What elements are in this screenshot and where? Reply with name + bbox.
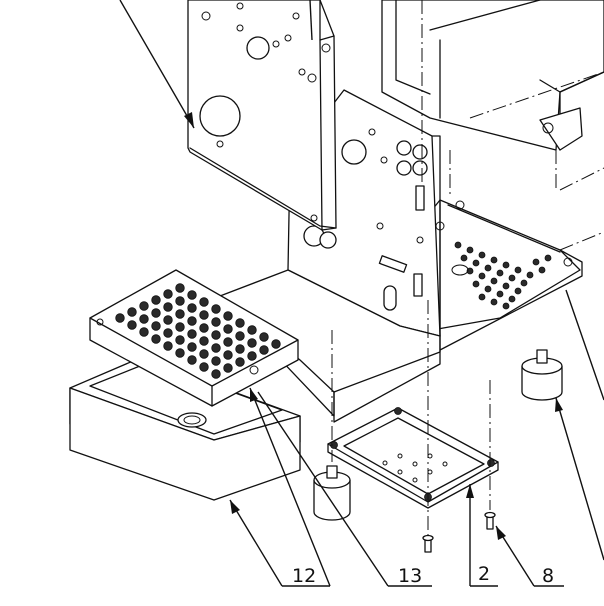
- rubber-foot-left: [313, 465, 351, 521]
- upper-housing: [381, 0, 604, 151]
- tray-perforation: [454, 241, 552, 310]
- label-12: 12: [292, 565, 316, 587]
- label-13: 13: [398, 565, 422, 587]
- rubber-foot-right: [521, 349, 563, 401]
- drip-tray: [69, 357, 301, 501]
- grille-holes: [115, 283, 281, 379]
- label-8: 8: [542, 565, 554, 587]
- leader-lines: [119, 0, 604, 587]
- bottom-cover: [327, 407, 499, 509]
- assembly-axes: [331, 0, 604, 536]
- label-2: 2: [478, 563, 490, 585]
- drip-grille: [89, 269, 299, 407]
- screw-bottom: [422, 534, 434, 553]
- side-plate: [187, 0, 337, 231]
- screw-8: [484, 511, 496, 530]
